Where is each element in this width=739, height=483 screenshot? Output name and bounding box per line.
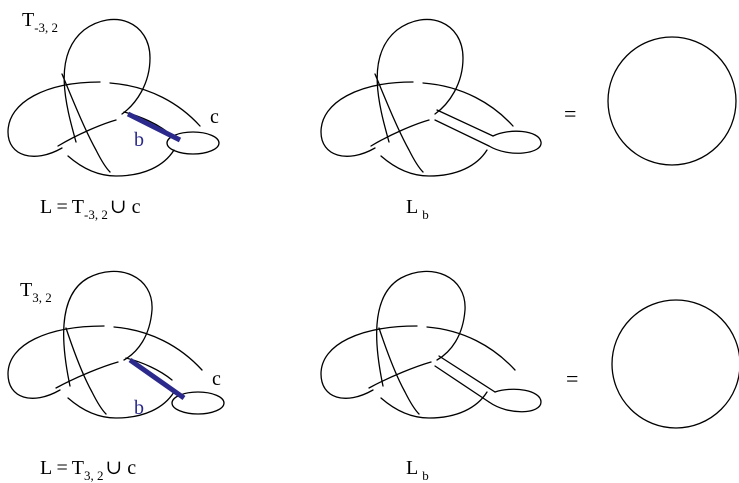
strand — [320, 325, 418, 399]
strand — [375, 270, 466, 387]
merged-circle — [488, 130, 542, 154]
strand — [426, 326, 516, 371]
strand — [380, 391, 488, 419]
trefoil-strand — [61, 73, 111, 173]
band-b — [128, 357, 186, 401]
strand — [422, 82, 514, 127]
knot-label: T3, 2 — [20, 279, 52, 305]
knot-t-3-2 — [7, 270, 203, 419]
knot-t-minus-3-2 — [7, 18, 201, 177]
trefoil-strand — [67, 391, 175, 419]
strand — [376, 18, 464, 143]
trefoil-strand — [113, 326, 203, 371]
trefoil-strand — [67, 149, 175, 177]
trefoil-strand — [57, 119, 117, 147]
trefoil-strand — [63, 18, 151, 143]
unknot-circle — [611, 299, 739, 429]
strand — [370, 119, 430, 147]
equals-sign: = — [564, 101, 576, 126]
trefoil-strand — [7, 81, 101, 157]
trefoil-strand — [65, 327, 107, 415]
trefoil-strand — [109, 82, 201, 127]
band-b — [126, 111, 182, 143]
merged-circle — [488, 388, 542, 413]
band-edge — [436, 109, 494, 137]
knot-label: T-3, 2 — [22, 9, 58, 35]
band-edge — [434, 119, 490, 147]
strand — [378, 327, 420, 415]
unknot-circle — [607, 36, 737, 166]
equals-sign: = — [566, 366, 578, 391]
trefoil-strand — [55, 361, 119, 389]
strand — [320, 81, 414, 157]
band-label: b — [134, 129, 144, 151]
link-caption: L =T3, 2∪ c — [40, 457, 136, 483]
circle-label: c — [210, 106, 219, 128]
circle-c — [166, 131, 220, 155]
circle-c — [171, 391, 225, 415]
knot-after-surgery — [320, 270, 542, 419]
trefoil-strand — [7, 325, 105, 399]
circle-label: c — [212, 368, 221, 390]
link-caption: L =T-3, 2∪ c — [40, 196, 141, 222]
strand — [368, 361, 432, 389]
trefoil-strand — [125, 357, 173, 381]
band-edge — [438, 355, 496, 393]
strand — [374, 73, 424, 173]
band-label: b — [134, 397, 144, 419]
band-edge — [434, 365, 490, 403]
strand — [380, 149, 488, 177]
knot-after-surgery — [320, 18, 542, 177]
